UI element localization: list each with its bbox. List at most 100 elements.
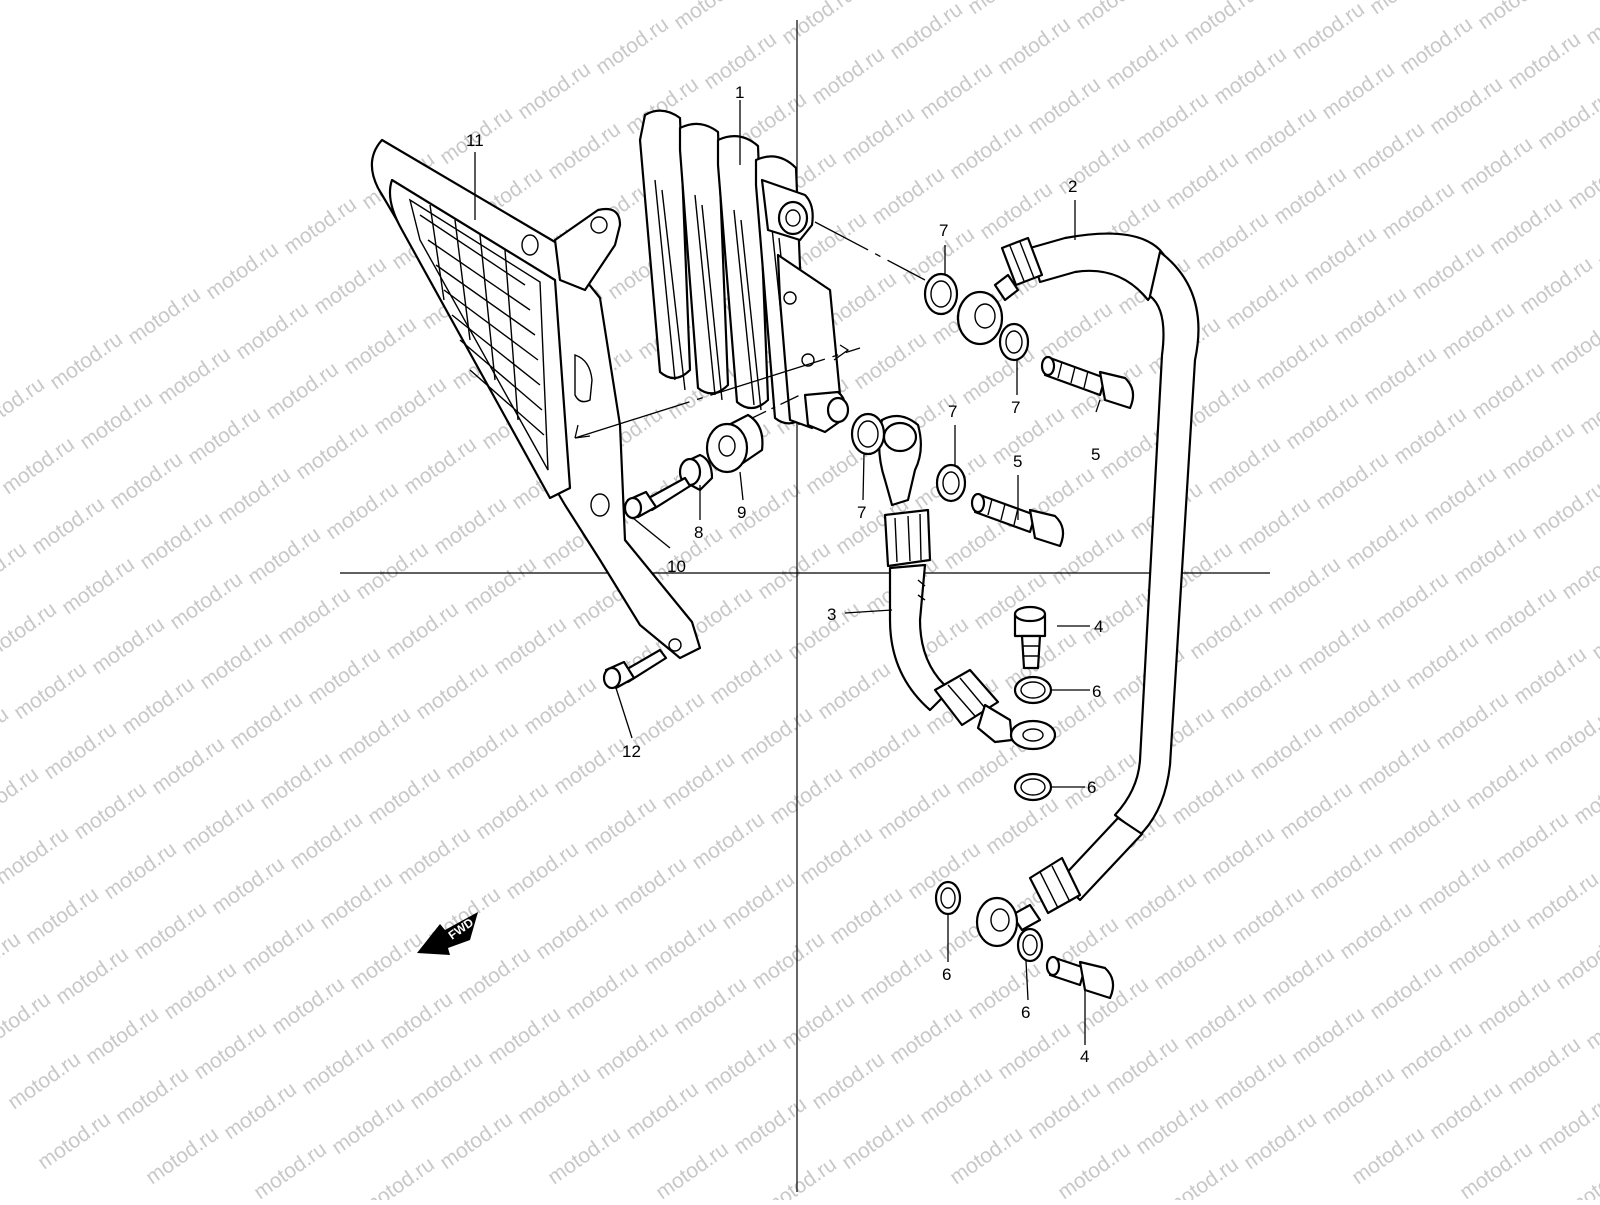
watermark-text: motod.ru	[4, 1048, 85, 1114]
watermark-text: motod.ru	[826, 883, 907, 949]
watermark-text: motod.ru	[0, 763, 43, 829]
watermark-text: motod.ru	[562, 958, 643, 1024]
watermark-text: motod.ru	[1456, 1138, 1537, 1200]
watermark-text: motod.ru	[1522, 868, 1600, 934]
callout-7: 7	[948, 402, 957, 421]
watermark-text: motod.ru	[946, 118, 1027, 184]
watermark-text: motod.ru	[1330, 283, 1411, 349]
watermark-text: motod.ru	[514, 58, 595, 124]
watermark-text: motod.ru	[874, 778, 955, 844]
watermark-text: motod.ru	[1306, 838, 1387, 904]
watermark-text: motod.ru	[0, 988, 55, 1054]
watermark-text: motod.ru	[838, 1108, 919, 1174]
watermark-text: motod.ru	[1588, 598, 1600, 664]
watermark-text: motod.ru	[0, 823, 73, 889]
watermark-text: motod.ru	[1564, 1153, 1600, 1200]
watermark-text: motod.ru	[580, 793, 661, 859]
watermark-text: motod.ru	[718, 868, 799, 934]
watermark-text: motod.ru	[280, 193, 361, 259]
watermark-text: motod.ru	[310, 253, 391, 319]
watermark-text: motod.ru	[640, 913, 721, 979]
watermark-text: motod.ru	[232, 298, 313, 364]
watermark-text: motod.ru	[1336, 898, 1417, 964]
watermark-text: motod.ru	[472, 778, 553, 844]
watermark-text: motod.ru	[1024, 1078, 1105, 1144]
watermark-text: motod.ru	[1132, 1093, 1213, 1159]
watermark-text: motod.ru	[0, 373, 49, 439]
watermark-text: motod.ru	[808, 1048, 889, 1114]
watermark-text: motod.ru	[286, 808, 367, 874]
watermark-text: motod.ru	[130, 898, 211, 964]
callout-9: 9	[737, 503, 746, 522]
watermark-text: motod.ru	[1570, 763, 1600, 829]
watermark-text: motod.ru	[1072, 0, 1153, 34]
watermark-text: motod.ru	[1198, 823, 1279, 889]
watermark-text: motod.ru	[550, 733, 631, 799]
watermark-text: motod.ru	[184, 403, 265, 469]
watermark-text: motod.ru	[346, 928, 427, 994]
watermark-text: motod.ru	[148, 733, 229, 799]
watermark-text: motod.ru	[0, 538, 31, 604]
watermark-text: motod.ru	[1186, 598, 1267, 664]
watermark-text: motod.ru	[406, 1048, 487, 1114]
watermark-text: motod.ru	[34, 1108, 115, 1174]
watermark-text: motod.ru	[1534, 88, 1600, 154]
watermark-text: motod.ru	[376, 988, 457, 1054]
watermark-text: motod.ru	[124, 283, 205, 349]
callout-6: 6	[1087, 778, 1096, 797]
watermark-text: motod.ru	[658, 748, 739, 814]
watermark-text: motod.ru	[1342, 508, 1423, 574]
watermark-text: motod.ru	[1444, 913, 1525, 979]
watermark-text: motod.ru	[916, 58, 997, 124]
watermark-text: motod.ru	[1024, 73, 1105, 139]
watermark-text: motod.ru	[958, 343, 1039, 409]
watermark-text: motod.ru	[250, 1138, 331, 1200]
watermark-text: motod.ru	[394, 823, 475, 889]
watermark-text: motod.ru	[544, 118, 625, 184]
callout-4: 4	[1080, 1047, 1089, 1066]
watermark-text: motod.ru	[730, 1093, 811, 1159]
watermark-text: motod.ru	[700, 1033, 781, 1099]
watermark-text: motod.ru	[268, 973, 349, 1039]
callout-1: 1	[735, 83, 744, 102]
watermark-text: motod.ru	[352, 538, 433, 604]
watermark-text: motod.ru	[136, 508, 217, 574]
watermark-text: motod.ru	[1582, 988, 1600, 1054]
watermark-text: motod.ru	[70, 778, 151, 844]
watermark-text: motod.ru	[1528, 478, 1600, 544]
watermark-text: motod.ru	[1564, 148, 1600, 214]
watermark-text: motod.ru	[784, 598, 865, 664]
watermark-text: motod.ru	[1204, 433, 1285, 499]
watermark-text: motod.ru	[838, 103, 919, 169]
watermark-text: motod.ru	[118, 673, 199, 739]
watermark-text: motod.ru	[82, 1003, 163, 1069]
watermark-text: motod.ru	[214, 463, 295, 529]
watermark-text: motod.ru	[1216, 658, 1297, 724]
watermark-text: motod.ru	[1036, 298, 1117, 364]
watermark-text: motod.ru	[1534, 1093, 1600, 1159]
watermark-text: motod.ru	[1546, 313, 1600, 379]
watermark-text: motod.ru	[1192, 208, 1273, 274]
watermark-text: motod.ru	[652, 1138, 733, 1200]
watermark-text: motod.ru	[1210, 43, 1291, 109]
watermark-text: motod.ru	[364, 763, 445, 829]
watermark-text: motod.ru	[10, 658, 91, 724]
watermark-text: motod.ru	[460, 553, 541, 619]
watermark-text: motod.ru	[1426, 1078, 1507, 1144]
watermark-text: motod.ru	[1438, 298, 1519, 364]
watermark-text: motod.ru	[1240, 103, 1321, 169]
watermark-text: motod.ru	[994, 1018, 1075, 1084]
watermark-text: motod.ru	[1552, 928, 1600, 994]
rubber-cushion-icon	[707, 415, 762, 472]
watermark-text: motod.ru	[886, 0, 967, 64]
watermark-text: motod.ru	[1240, 1108, 1321, 1174]
watermark-text: motod.ru	[1402, 628, 1483, 694]
watermark-text: motod.ru	[1594, 208, 1600, 274]
watermark-text: motod.ru	[334, 703, 415, 769]
watermark-text: motod.ru	[946, 1123, 1027, 1189]
watermark-text: motod.ru	[1168, 763, 1249, 829]
watermark-text: motod.ru	[154, 343, 235, 409]
watermark-text: motod.ru	[1054, 1138, 1135, 1200]
watermark-text: motod.ru	[514, 1063, 595, 1129]
watermark-text: motod.ru	[88, 613, 169, 679]
